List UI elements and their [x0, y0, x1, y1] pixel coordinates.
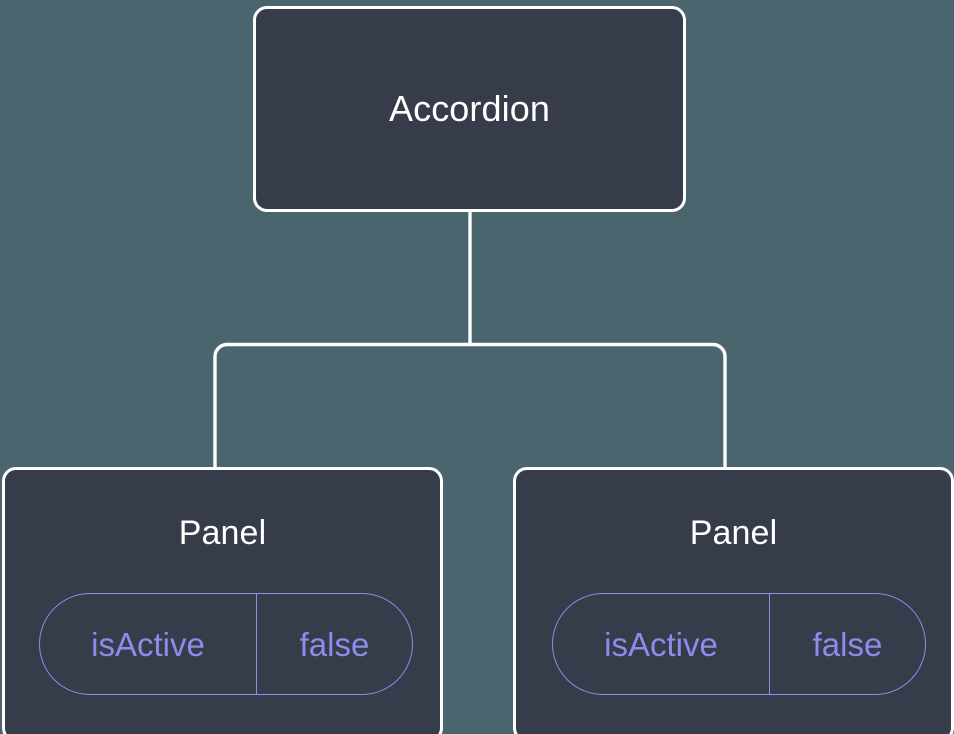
state-badge-value: false — [299, 625, 370, 663]
state-badge-isactive[interactable]: isActive false — [39, 593, 413, 695]
tree-node-label: Panel — [689, 514, 778, 552]
state-badge-key: isActive — [553, 594, 770, 694]
state-badge-isactive[interactable]: isActive false — [552, 593, 926, 695]
edge-to-panel-2 — [712, 342, 727, 470]
tree-node-panel-1[interactable]: Panel isActive false — [2, 467, 443, 734]
tree-node-label: Panel — [178, 514, 267, 552]
tree-node-accordion[interactable]: Accordion — [253, 6, 686, 212]
state-badge-key: isActive — [40, 594, 257, 694]
tree-node-label: Accordion — [389, 88, 550, 129]
state-badge-value: false — [812, 625, 883, 663]
tree-node-panel-2[interactable]: Panel isActive false — [513, 467, 954, 734]
edge-to-panel-1-left — [213, 342, 470, 470]
